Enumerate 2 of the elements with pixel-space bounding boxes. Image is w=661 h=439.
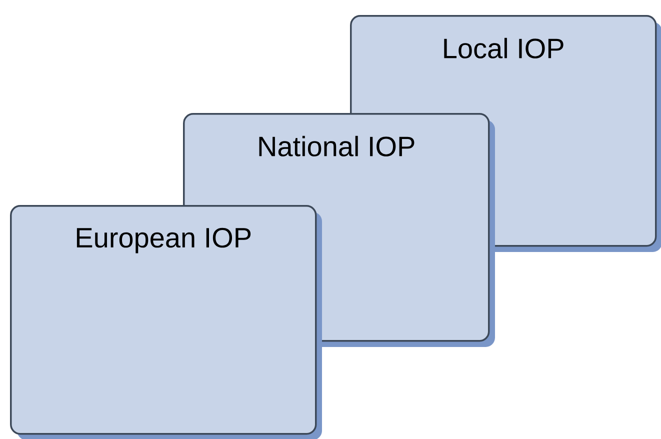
layer-box: European IOP — [10, 205, 322, 439]
node-label: Local IOP — [444, 38, 564, 58]
